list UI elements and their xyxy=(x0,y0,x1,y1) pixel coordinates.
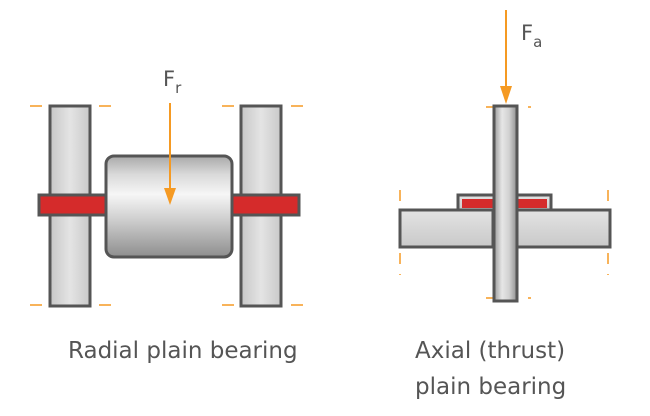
right-bushing xyxy=(227,193,301,217)
right-base-plate xyxy=(515,208,612,249)
axial-force-arrow xyxy=(500,10,512,104)
radial-caption: Radial plain bearing xyxy=(68,338,298,364)
axial-shaft xyxy=(492,104,519,303)
radial-force-arrow xyxy=(164,103,176,205)
axial-caption-line2: plain bearing xyxy=(415,374,567,400)
left-base-plate xyxy=(398,208,495,249)
radial-dash-marks xyxy=(30,105,308,306)
left-bushing xyxy=(37,193,111,217)
axial-force-label: Fa xyxy=(521,21,542,51)
radial-force-label: Fr xyxy=(163,67,182,97)
axial-bearing: Fa xyxy=(398,10,612,303)
radial-bearing: Fr xyxy=(30,67,308,308)
axial-caption-line1: Axial (thrust) xyxy=(415,338,566,364)
